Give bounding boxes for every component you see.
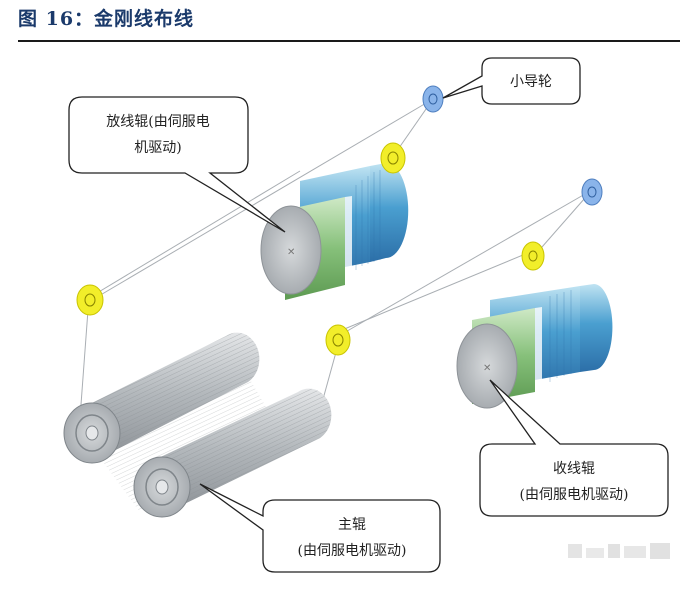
callout-main-roller-line1: 主辊: [338, 517, 366, 533]
blurred-watermark: [568, 543, 670, 559]
payoff-roller: ✕: [260, 163, 409, 300]
callout-payoff-roller-line2: 机驱动): [134, 140, 181, 156]
callout-takeup-roller: 收线辊 (由伺服电机驱动): [479, 379, 669, 517]
small-guide-pulley-right-blue: [581, 178, 603, 206]
guide-pulley-right-yellow: [521, 241, 545, 271]
takeup-roller: ✕: [456, 284, 613, 409]
callout-small-pulley: 小导轮: [442, 57, 581, 105]
svg-text:✕: ✕: [483, 363, 491, 374]
small-guide-pulley-top-blue: [422, 85, 444, 113]
svg-text:✕: ✕: [287, 247, 295, 258]
main-rollers: [63, 332, 332, 518]
guide-pulley-left-yellow: [76, 284, 104, 316]
callout-payoff-roller: 放线辊(由伺服电 机驱动): [68, 96, 286, 233]
callout-payoff-roller-line1: 放线辊(由伺服电: [106, 114, 209, 130]
callout-takeup-roller-line2: (由伺服电机驱动): [520, 487, 629, 503]
title-rule: [18, 40, 680, 42]
figure-title: 图 16：金刚线布线: [18, 8, 195, 30]
callout-small-pulley-text: 小导轮: [510, 74, 552, 90]
callout-main-roller-line2: (由伺服电机驱动): [298, 543, 407, 559]
guide-pulley-mid-yellow: [325, 324, 351, 356]
guide-pulley-top-yellow: [380, 142, 406, 174]
callout-main-roller: 主辊 (由伺服电机驱动): [199, 483, 441, 573]
callout-takeup-roller-line1: 收线辊: [553, 461, 595, 477]
diamond-wire-lines: [79, 98, 593, 419]
